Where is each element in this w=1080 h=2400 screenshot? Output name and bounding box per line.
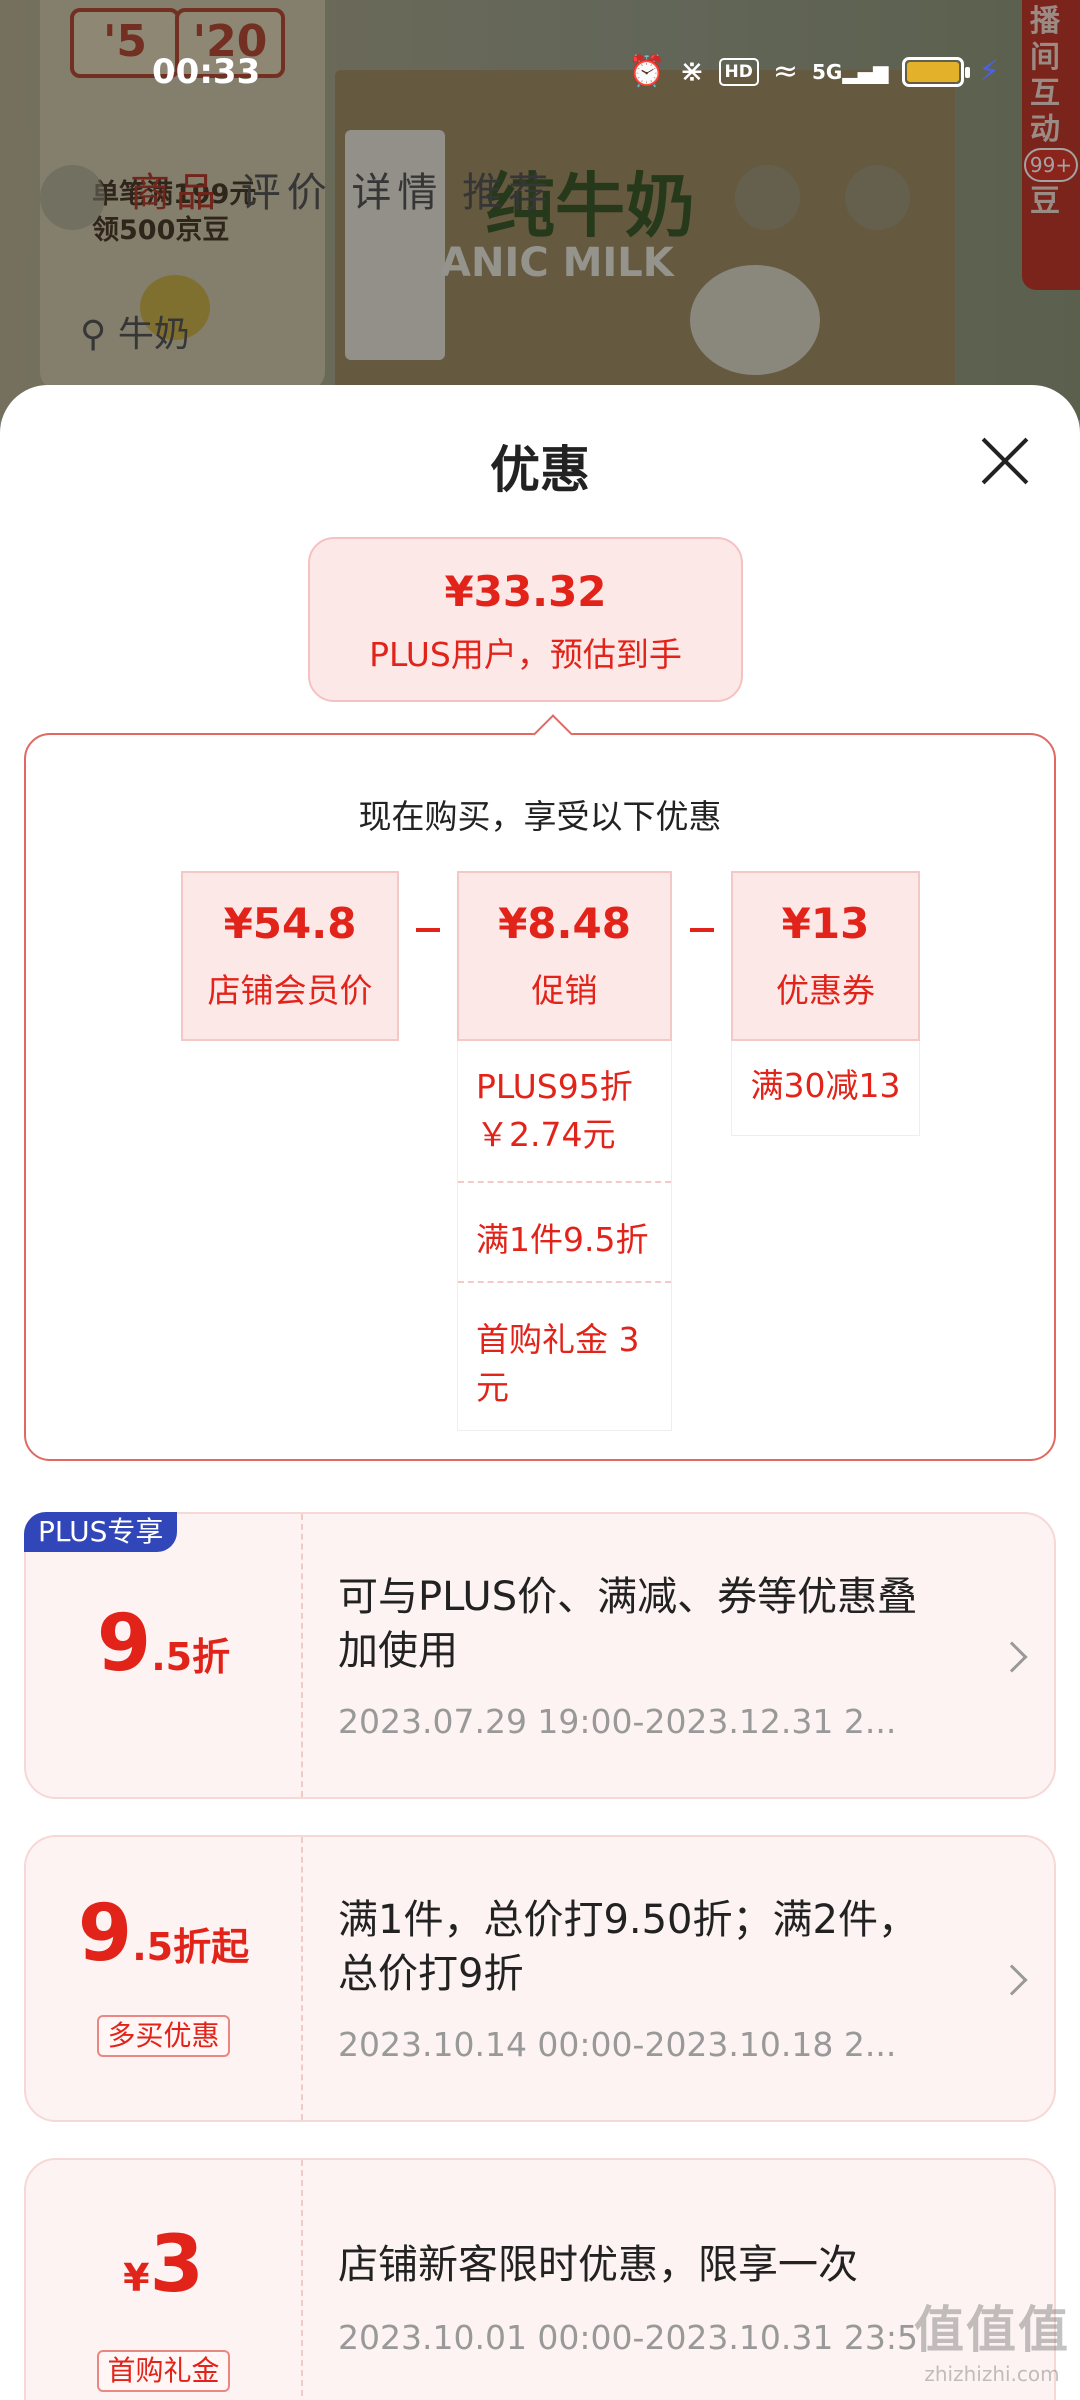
offer-card-plus[interactable]: PLUS专享 9.5折 可与PLUS价、满减、券等优惠叠加使用 2023.07.… [24,1512,1056,1799]
product-page-background: '5 '20 单笔满199元 领500京豆 纯牛奶 ANIC MILK 商品 评… [0,0,1080,420]
hd-icon: HD [718,58,759,86]
promo-item-plus95: PLUS95折 ￥2.74元 [476,1067,633,1154]
promo-line-2: 领500京豆 [92,215,230,246]
coupon-label: 优惠券 [776,971,875,1010]
plus-exclusive-badge: PLUS专享 [24,1512,178,1552]
5g-signal-icon: 5G▂▄▆ [811,60,889,84]
estimated-price: ¥33.32 [444,567,607,616]
jd-bean-coin-icon [140,275,210,340]
member-price-label: 店铺会员价 [207,971,373,1010]
offer-card-first-purchase[interactable]: ¥3 首购礼金 店铺新客限时优惠，限享一次 2023.10.01 00:00-2… [24,2158,1056,2400]
cow-mascot-image [690,265,820,375]
divider [458,1281,671,1283]
chevron-right-icon[interactable] [996,1964,1028,1996]
offer-discount: ¥3 [26,2220,301,2310]
offer-description: 可与PLUS价、满减、券等优惠叠加使用 [338,1574,918,1674]
offer-description: 店铺新客限时优惠，限享一次 [338,2242,858,2288]
price-breakdown: 现在购买，享受以下优惠 ¥54.8 店铺会员价 ¥8.48 促销 ¥13 优惠券… [24,714,1056,1461]
tab-details[interactable]: 详情 [351,170,444,216]
modal-overlay[interactable] [0,0,1080,420]
product-nav-tabs[interactable]: 商品 评价 详情 推荐 [130,160,554,218]
offer-tag-wrap: 多买优惠 [26,2015,301,2057]
offer-date: 2023.10.14 00:00-2023.10.18 2... [338,2025,897,2064]
chevron-right-icon[interactable] [996,1641,1028,1673]
tab-product[interactable]: 商品 [130,170,222,216]
card-separator [301,2160,303,2400]
offer-tag: 首购礼金 [97,2350,230,2392]
divider [458,1181,671,1183]
share-button[interactable] [845,165,910,230]
estimated-price-label: PLUS用户，预估到手 [369,635,682,674]
minus-sign [416,928,440,932]
coupon-amount: ¥13 [781,899,870,948]
battery-icon [902,57,971,87]
search-icon: ⚲ [80,314,107,355]
offer-discount: 9.5折 [26,1599,301,1689]
product-box-title: 纯牛奶 [485,165,695,247]
status-bar: 00:33 ⏰ ⋇ HD ≈ 5G▂▄▆ ⚡ [0,0,1080,140]
back-button[interactable] [40,165,105,230]
offer-discount-small: .5折起 [132,1925,250,1969]
breakdown-notch [533,714,573,754]
status-time: 00:33 [152,52,261,92]
offer-date: 2023.10.01 00:00-2023.10.31 23:59 [338,2318,918,2357]
charging-icon: ⚡ [978,54,1000,89]
wifi-icon: ≈ [772,54,798,89]
bluetooth-icon: ⋇ [679,54,705,89]
promotion-box: ¥8.48 促销 [457,871,672,1041]
watermark-url: zhizhizhi.com [924,2362,1060,2386]
promotion-amount: ¥8.48 [498,899,631,948]
promotion-detail-list: PLUS95折 ￥2.74元 满1件9.5折 首购礼金 3元 [457,1041,672,1431]
site-watermark: 值值值 zhizhizhi.com [914,2290,1070,2386]
close-icon[interactable] [975,430,1035,490]
offer-discount: 9.5折起 [26,1889,301,1979]
offer-discount-big: 9 [96,1599,152,1689]
offer-description: 满1件，总价打9.50折；满2件，总价打9折 [338,1897,918,1997]
tab-reviews[interactable]: 评价 [240,170,333,216]
offer-card-multi-buy[interactable]: 9.5折起 多买优惠 满1件，总价打9.50折；满2件，总价打9折 2023.1… [24,1835,1056,2122]
sheet-title: 优惠 [490,441,590,499]
search-hint-text: 牛奶 [117,314,190,355]
promo-item-95-off: 满1件9.5折 [476,1220,649,1259]
offer-currency: ¥ [123,2256,150,2300]
offer-tag-wrap: 首购礼金 [26,2350,301,2392]
offer-discount-big: 9 [77,1889,133,1979]
promo-line-1: 单笔满199元 [92,179,257,210]
coupon-item: 满30减13 [731,1041,920,1136]
live-badge: 99+ [1024,148,1078,182]
live-interaction-tab[interactable]: 播间互动抽豆 [1022,0,1080,290]
tab-recommend[interactable]: 推荐 [462,170,555,216]
offer-discount-small: .5折 [151,1635,231,1679]
promotion-label: 促销 [531,971,598,1010]
search-hint[interactable]: ⚲ 牛奶 [80,305,190,357]
coupon-box: ¥13 优惠券 [731,871,920,1041]
favorite-star-button[interactable] [735,165,800,230]
member-price-amount: ¥54.8 [223,899,357,948]
offer-tag: 多买优惠 [97,2015,230,2057]
minus-sign [690,928,714,932]
breakdown-title: 现在购买，享受以下优惠 [358,797,722,836]
alarm-icon: ⏰ [628,54,666,89]
card-separator [301,1837,303,2120]
estimated-price-box: ¥33.32 PLUS用户，预估到手 [308,537,743,702]
promo-item-first-purchase: 首购礼金 3元 [476,1320,640,1407]
product-box-en: ANIC MILK [440,240,674,286]
card-separator [301,1514,303,1797]
status-icons: ⏰ ⋇ HD ≈ 5G▂▄▆ ⚡ [628,52,1000,92]
product-carton-image [345,130,445,360]
member-price-box: ¥54.8 店铺会员价 [181,871,399,1041]
offer-date: 2023.07.29 19:00-2023.12.31 2... [338,1702,897,1741]
discount-sheet: 优惠 ¥33.32 PLUS用户，预估到手 现在购买，享受以下优惠 ¥54.8 … [0,385,1080,2400]
offer-discount-big: 3 [149,2220,204,2310]
watermark-mark: 值值值 [914,2301,1070,2359]
promo-tag-20: '20 [175,8,285,78]
